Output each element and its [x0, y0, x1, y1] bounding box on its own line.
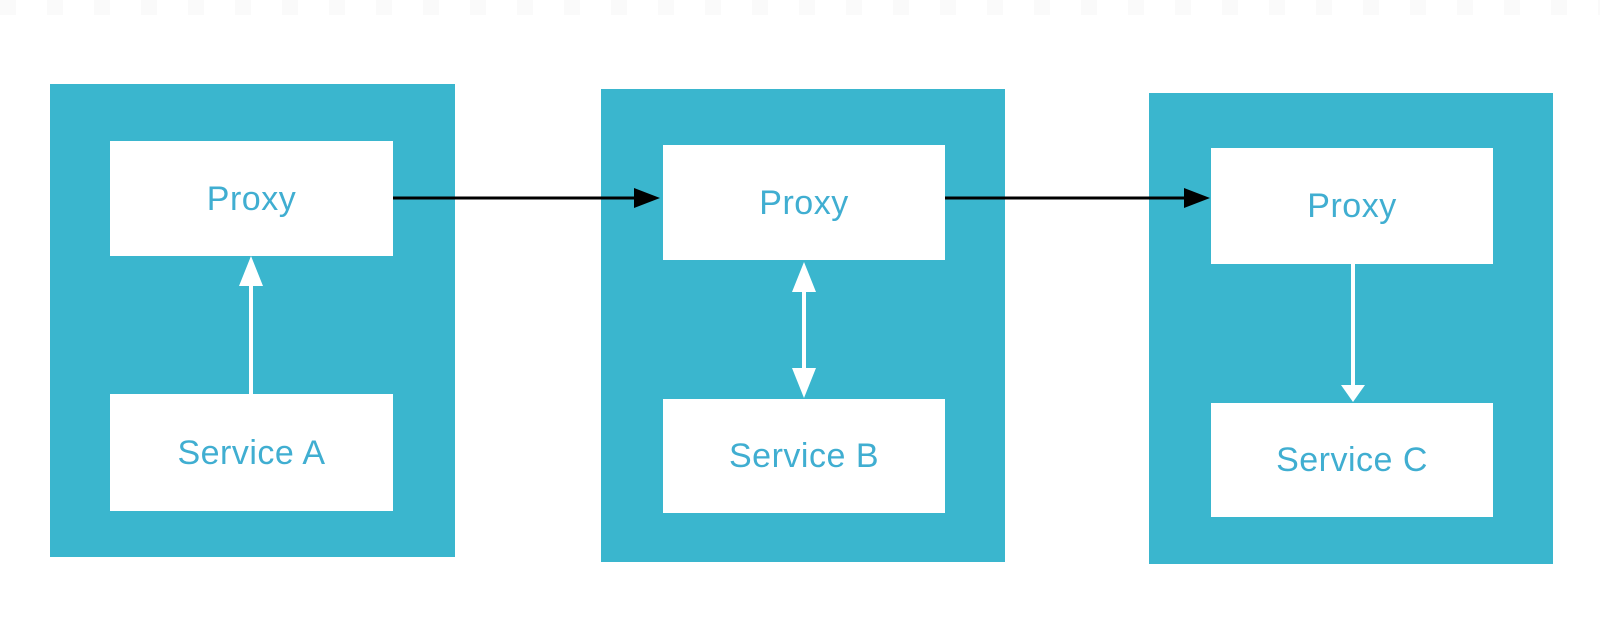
- pod-service-b: Proxy Service B: [601, 89, 1005, 562]
- proxy-a-label: Proxy: [206, 179, 297, 218]
- pod-service-c: Proxy Service C: [1149, 93, 1553, 564]
- service-c-label: Service C: [1276, 441, 1428, 479]
- service-box-b: Service B: [663, 399, 945, 513]
- top-edge-artifact: [0, 0, 1600, 15]
- service-a-label: Service A: [177, 433, 326, 472]
- pod-service-a: Proxy Service A: [50, 84, 455, 557]
- proxy-box-a: Proxy: [110, 141, 393, 256]
- service-box-c: Service C: [1211, 403, 1493, 517]
- proxy-box-b: Proxy: [663, 145, 945, 260]
- proxy-c-label: Proxy: [1307, 187, 1397, 225]
- service-b-label: Service B: [729, 437, 879, 475]
- service-box-a: Service A: [110, 394, 393, 511]
- proxy-b-label: Proxy: [759, 183, 849, 222]
- proxy-box-c: Proxy: [1211, 148, 1493, 264]
